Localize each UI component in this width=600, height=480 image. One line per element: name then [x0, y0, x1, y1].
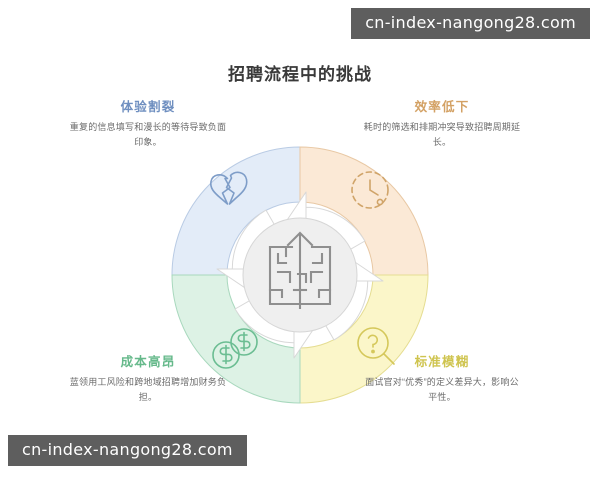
label-efficiency: 效率低下 耗时的筛选和排期冲突导致招聘周期延长。 — [362, 100, 522, 150]
broken-heart-icon — [209, 171, 248, 205]
label-experience-desc: 重复的信息填写和漫长的等待导致负面印象。 — [69, 122, 227, 147]
outer-ring — [171, 146, 429, 404]
segment-standards[interactable] — [299, 274, 429, 404]
magnifier-question-icon — [357, 327, 395, 365]
label-cost-title: 成本高昂 — [120, 355, 176, 369]
coins-dollar-icon — [212, 328, 258, 369]
watermark-top-right: cn-index-nangong28.com — [351, 8, 590, 39]
inner-arrow-ring — [216, 191, 384, 359]
label-experience-title: 体验割裂 — [120, 100, 176, 114]
label-standards-desc: 面试官对“优秀”的定义差异大，影响公平性。 — [365, 377, 519, 402]
label-experience: 体验割裂 重复的信息填写和漫长的等待导致负面印象。 — [68, 100, 228, 150]
label-efficiency-title: 效率低下 — [414, 100, 470, 114]
watermark-bottom-left: cn-index-nangong28.com — [8, 435, 247, 466]
clock-icon — [351, 171, 389, 209]
label-efficiency-desc: 耗时的筛选和排期冲突导致招聘周期延长。 — [363, 122, 521, 147]
label-cost-desc: 蓝领用工风险和跨地域招聘增加财务负担。 — [69, 377, 227, 402]
donut-svg — [171, 146, 429, 404]
donut-diagram — [170, 130, 430, 420]
label-cost: 成本高昂 蓝领用工风险和跨地域招聘增加财务负担。 — [68, 355, 228, 405]
page-title: 招聘流程中的挑战 — [228, 65, 372, 84]
maze-arrow-icon — [268, 231, 332, 310]
segment-efficiency[interactable] — [299, 146, 429, 276]
label-standards: 标准模糊 面试官对“优秀”的定义差异大，影响公平性。 — [362, 355, 522, 405]
label-standards-title: 标准模糊 — [414, 355, 470, 369]
